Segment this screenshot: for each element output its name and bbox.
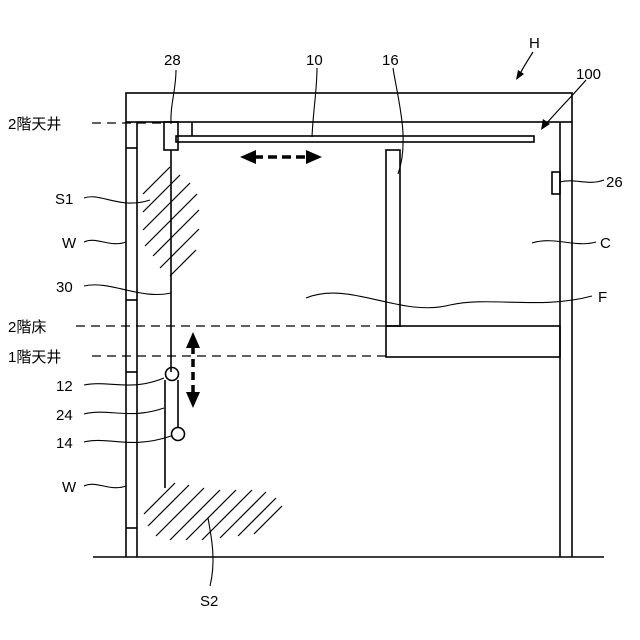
leader-pulley-upper xyxy=(84,378,164,385)
leader-pulley-lower xyxy=(84,436,171,442)
label-ceiling-1f: 1階天井 xyxy=(8,349,61,366)
leader-s2 xyxy=(208,518,213,586)
label-wall-upper: W xyxy=(62,235,77,252)
label-hook: 28 xyxy=(164,52,181,69)
label-cord: 24 xyxy=(56,407,73,424)
leader-hook xyxy=(171,70,176,124)
leader-panel xyxy=(393,68,403,174)
leader-wall-lower xyxy=(84,484,126,487)
vertical-move-arrow xyxy=(186,332,200,408)
hatch-s2 xyxy=(144,483,282,540)
label-pulley-lower: 14 xyxy=(56,435,73,452)
label-space-upper: S1 xyxy=(55,191,73,208)
label-wall-lower: W xyxy=(62,479,77,496)
vertical-panel xyxy=(386,150,400,326)
label-panel: 16 xyxy=(382,52,399,69)
pulley-upper xyxy=(166,368,179,381)
label-floor-2f: 2階床 xyxy=(8,319,46,336)
ceiling-rail xyxy=(176,136,534,142)
leader-sensor xyxy=(560,180,604,182)
label-pulley-upper: 12 xyxy=(56,378,73,395)
label-ceiling-area: C xyxy=(600,235,611,252)
leader-wall-upper xyxy=(84,240,126,243)
house-pointer-arrow xyxy=(516,52,533,80)
label-house: H xyxy=(529,35,540,52)
label-rope: 30 xyxy=(56,279,73,296)
label-rail: 10 xyxy=(306,52,323,69)
label-ceiling-2f: 2階天井 xyxy=(8,116,61,133)
pulley-lower xyxy=(172,428,185,441)
label-device: 100 xyxy=(576,66,601,83)
leader-floor-area xyxy=(306,293,592,308)
leader-ceiling-area xyxy=(532,241,596,244)
leader-cord xyxy=(84,408,164,414)
horizontal-move-arrow xyxy=(240,150,322,164)
leader-rope xyxy=(84,285,171,295)
leader-s1 xyxy=(84,197,150,203)
roof-beam xyxy=(126,93,572,122)
label-sensor: 26 xyxy=(606,174,623,191)
floor-slab xyxy=(386,326,560,357)
label-floor-area: F xyxy=(598,289,607,306)
label-space-lower: S2 xyxy=(200,593,218,610)
leader-rail xyxy=(312,68,317,137)
sensor-box xyxy=(552,172,560,194)
